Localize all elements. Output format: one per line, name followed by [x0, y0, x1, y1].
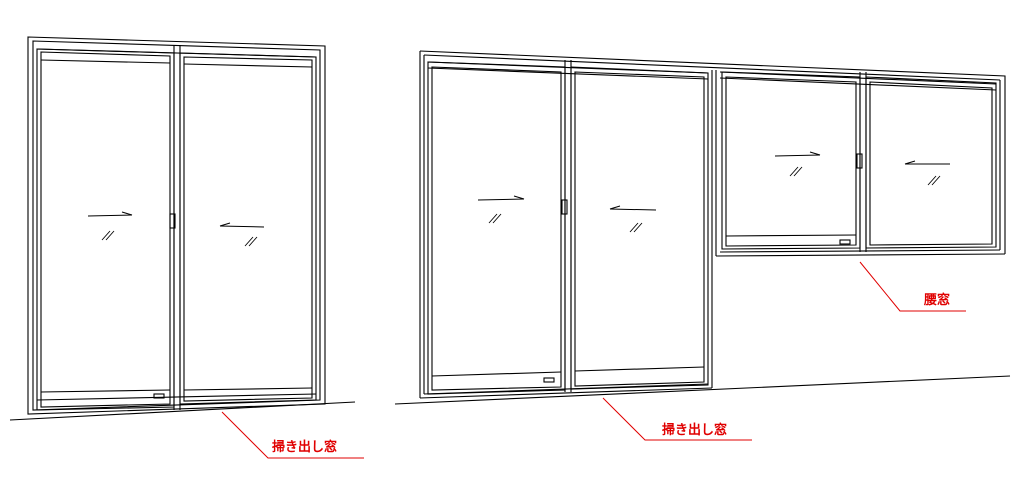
sash-right [865, 76, 997, 249]
sweep-out-window-center [394, 50, 1011, 405]
arrow-left [219, 222, 265, 228]
label-sweep-out-window-left: 掃き出し窓 [272, 440, 338, 455]
arrow-right [477, 195, 525, 201]
floor-line [9, 401, 356, 421]
sweep-out-window-left [9, 36, 356, 421]
floor-line [394, 375, 1011, 405]
sash-left [721, 71, 861, 250]
waist-window [715, 71, 1006, 257]
label-waist-window: 腰窓 [924, 293, 951, 308]
arrow-right [774, 151, 821, 157]
leader-waist [859, 261, 966, 312]
sash-left [427, 61, 566, 395]
handle [169, 213, 176, 229]
glass-mark [488, 213, 643, 233]
leader-left [221, 411, 364, 459]
label-sweep-out-window-center: 掃き出し窓 [662, 423, 728, 438]
arrow-left [904, 160, 950, 165]
leader-center [602, 397, 752, 441]
sash-right [179, 52, 317, 405]
glass-mark [789, 166, 941, 186]
sash-right [570, 66, 709, 390]
arrow-left [609, 205, 657, 211]
handle [856, 153, 863, 169]
sill-latch [839, 239, 851, 245]
outer-frame [419, 50, 1006, 254]
outer-frame [27, 36, 326, 415]
sill-latch [543, 377, 555, 383]
handle [561, 199, 568, 215]
arrow-right [87, 211, 133, 217]
glass-mark [101, 230, 258, 247]
sill-latch [153, 393, 165, 399]
sash-left [36, 48, 175, 411]
